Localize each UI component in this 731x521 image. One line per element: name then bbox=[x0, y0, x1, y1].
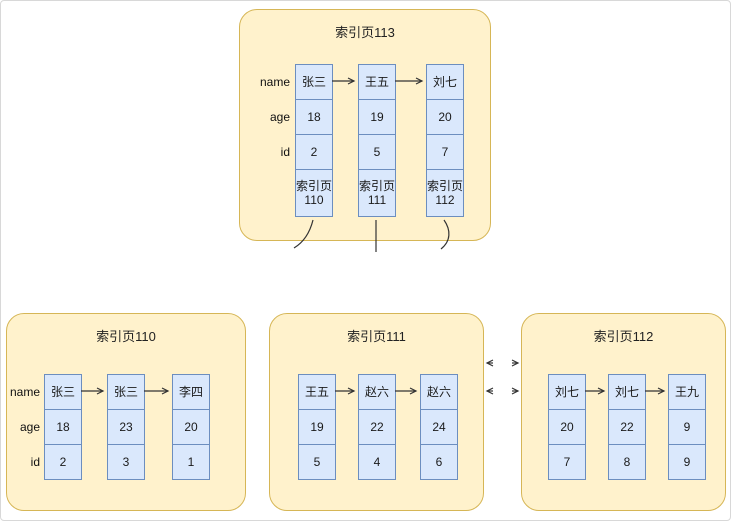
page-title: 索引页112 bbox=[593, 329, 654, 344]
record-cell: 刘七 bbox=[608, 374, 646, 410]
record-cell: 王五 bbox=[358, 64, 396, 100]
row-label-name: name bbox=[9, 385, 40, 399]
page-title: 索引页113 bbox=[335, 25, 395, 40]
record-cell: 赵六 bbox=[420, 374, 458, 410]
record-cell: 20 bbox=[172, 409, 210, 445]
index-page-112: 索引页112 刘七 20 7 刘七 22 8 王九 9 9 bbox=[521, 313, 726, 511]
record-cell: 20 bbox=[426, 99, 464, 135]
record-cell: 9 bbox=[668, 409, 706, 445]
record-cell: 1 bbox=[172, 444, 210, 480]
record-cell: 张三 bbox=[295, 64, 333, 100]
record-cell: 20 bbox=[548, 409, 586, 445]
child-pointer-cell: 索引页111 bbox=[358, 169, 396, 217]
record-cell: 5 bbox=[298, 444, 336, 480]
row-label-age: age bbox=[269, 110, 290, 124]
record-cell: 3 bbox=[107, 444, 145, 480]
row-label-id: id bbox=[30, 455, 40, 469]
page-title: 索引页111 bbox=[347, 329, 406, 344]
record-cell: 刘七 bbox=[548, 374, 586, 410]
record-cell: 18 bbox=[295, 99, 333, 135]
record-cell: 7 bbox=[426, 134, 464, 170]
record-cell: 19 bbox=[358, 99, 396, 135]
record-cell: 23 bbox=[107, 409, 145, 445]
record-cell: 李四 bbox=[172, 374, 210, 410]
row-label-age: age bbox=[19, 420, 40, 434]
record-cell: 6 bbox=[420, 444, 458, 480]
record-cell: 22 bbox=[608, 409, 646, 445]
record-cell: 张三 bbox=[44, 374, 82, 410]
index-page-113: 索引页113 name age id 张三 18 2 索引页110 王五 19 … bbox=[239, 9, 491, 241]
record-cell: 张三 bbox=[107, 374, 145, 410]
index-page-111: 索引页111 王五 19 5 赵六 22 4 赵六 24 6 bbox=[269, 313, 484, 511]
record-cell: 24 bbox=[420, 409, 458, 445]
record-cell: 18 bbox=[44, 409, 82, 445]
record-cell: 2 bbox=[44, 444, 82, 480]
index-page-110: 索引页110 name age id 张三 18 2 张三 23 3 李四 20… bbox=[6, 313, 246, 511]
record-cell: 8 bbox=[608, 444, 646, 480]
record-cell: 赵六 bbox=[358, 374, 396, 410]
record-cell: 2 bbox=[295, 134, 333, 170]
record-cell: 7 bbox=[548, 444, 586, 480]
row-label-name: name bbox=[259, 75, 290, 89]
page-title: 索引页110 bbox=[96, 329, 156, 344]
child-pointer-cell: 索引页110 bbox=[295, 169, 333, 217]
record-cell: 5 bbox=[358, 134, 396, 170]
row-label-id: id bbox=[280, 145, 290, 159]
record-cell: 19 bbox=[298, 409, 336, 445]
record-cell: 4 bbox=[358, 444, 396, 480]
record-cell: 22 bbox=[358, 409, 396, 445]
record-cell: 9 bbox=[668, 444, 706, 480]
child-pointer-cell: 索引页112 bbox=[426, 169, 464, 217]
record-cell: 王五 bbox=[298, 374, 336, 410]
record-cell: 刘七 bbox=[426, 64, 464, 100]
record-cell: 王九 bbox=[668, 374, 706, 410]
